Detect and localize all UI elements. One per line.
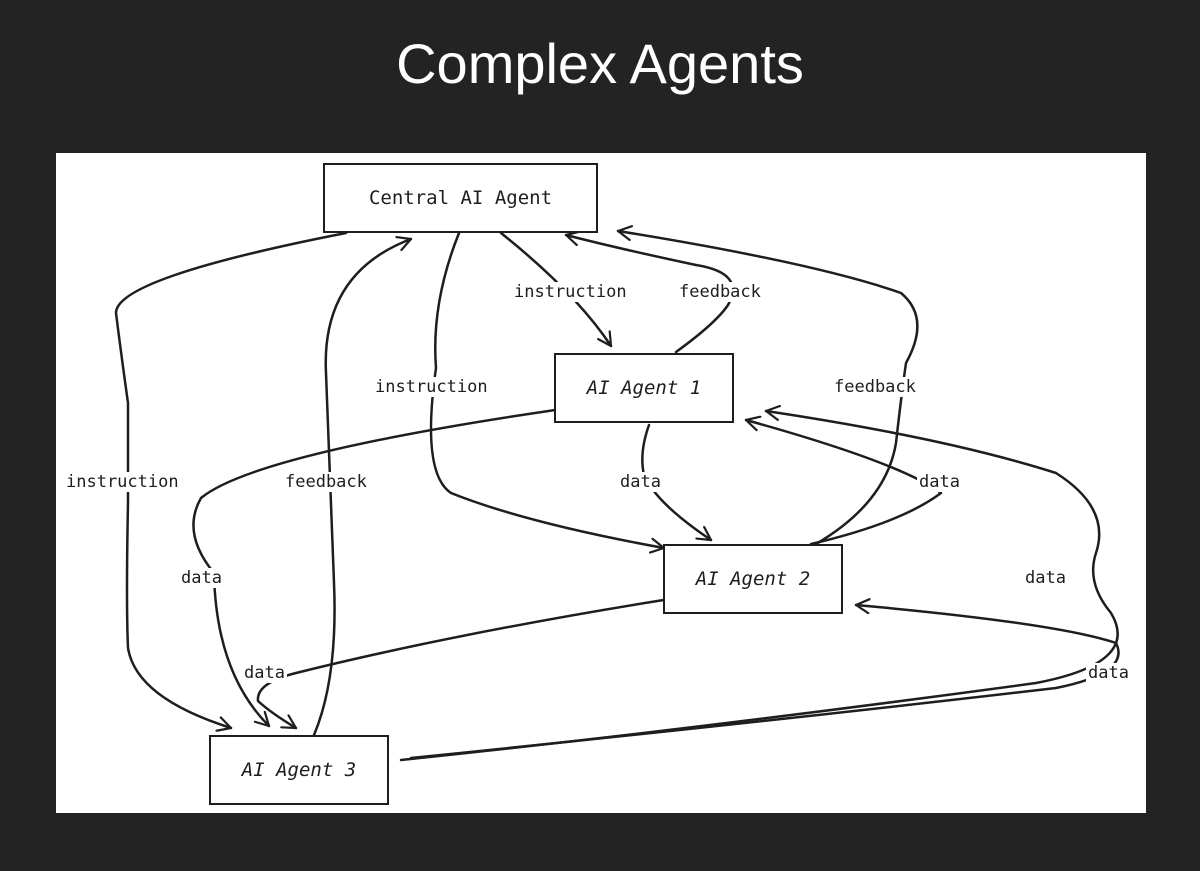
edge-instruction-central-agent2 [429,231,666,548]
edge-label-feedback-agent2: feedback [832,377,918,397]
edge-label-data-agent1-agent2: data [618,472,663,492]
edge-label-instruction-agent1: instruction [512,282,629,302]
diagram-connectors [114,153,1120,762]
ai-agent-2-node: AI Agent 2 [663,544,843,614]
diagram-canvas: Central AI Agent AI Agent 1 AI Agent 2 A… [56,153,1146,813]
edge-label-feedback-agent1: feedback [677,282,763,302]
edge-label-feedback-agent3: feedback [283,472,369,492]
slide-title: Complex Agents [396,32,804,95]
edge-label-instruction-agent2: instruction [373,377,490,397]
edge-label-instruction-agent3: instruction [64,472,181,492]
edge-data-agent2-agent3 [256,596,678,730]
edge-instruction-central-agent3 [114,231,348,728]
edge-label-data-agent2-agent3: data [242,663,287,683]
edge-label-data-agent3-agent1: data [1023,568,1068,588]
edge-label-data-agent3-agent2: data [1086,663,1131,683]
ai-agent-3-node: AI Agent 3 [209,735,389,805]
edge-label-data-agent1-agent3: data [179,568,224,588]
edge-data-agent1-agent3 [192,406,571,728]
edge-feedback-agent1-central [564,235,734,354]
edge-data-agent3-agent2 [409,605,1120,760]
edge-data-agent3-agent1 [399,411,1119,762]
edge-label-data-agent2-agent1: data [917,472,962,492]
central-ai-agent-node: Central AI Agent [323,163,598,233]
ai-agent-1-node: AI Agent 1 [554,353,734,423]
edge-feedback-agent2-central [616,231,919,546]
